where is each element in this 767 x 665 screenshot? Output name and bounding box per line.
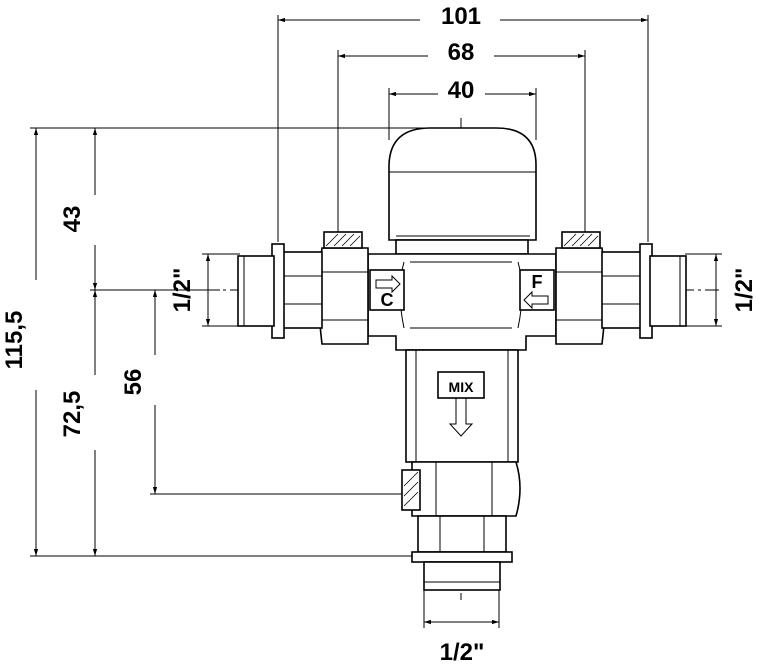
dimension-43: 43: [59, 128, 220, 291]
right-hex-nut: [555, 247, 606, 345]
thermostatic-head-cap: [388, 127, 537, 241]
dimension-43-label: 43: [59, 206, 86, 233]
dimension-68-label: 68: [448, 39, 475, 66]
valve-body: C F: [237, 127, 687, 591]
right-connection-dimension: 1/2": [685, 253, 758, 327]
dimension-40: 40: [388, 77, 537, 140]
dimension-40-label: 40: [448, 77, 475, 104]
bottom-connection-dimension: 1/2": [423, 585, 500, 665]
left-hex-nut: [318, 247, 369, 345]
bottom-hex-nut: [411, 461, 521, 517]
dimension-115-5: 115,5: [1, 127, 462, 557]
lower-stem: [405, 349, 519, 463]
dimension-56: 56: [120, 290, 420, 495]
left-connection-dimension: 1/2": [169, 253, 240, 327]
dimension-101-label: 101: [441, 3, 481, 30]
left-connection-label: 1/2": [169, 268, 196, 313]
dimension-115-5-label: 115,5: [1, 311, 28, 370]
mix-port-label: MIX: [449, 379, 475, 395]
hot-port-label: F: [532, 272, 543, 292]
dimension-72-5: 72,5: [59, 290, 98, 556]
bottom-connection-label: 1/2": [440, 639, 485, 665]
right-pipe-connector: [601, 251, 643, 329]
dimension-68: 68: [337, 39, 586, 238]
dimension-72-5-label: 72,5: [59, 391, 86, 438]
left-pipe-connector: [281, 251, 323, 329]
bottom-pipe-connector: [417, 515, 507, 553]
dimension-56-label: 56: [120, 369, 147, 396]
cold-port-label: C: [381, 290, 394, 310]
right-connection-label: 1/2": [731, 268, 758, 313]
